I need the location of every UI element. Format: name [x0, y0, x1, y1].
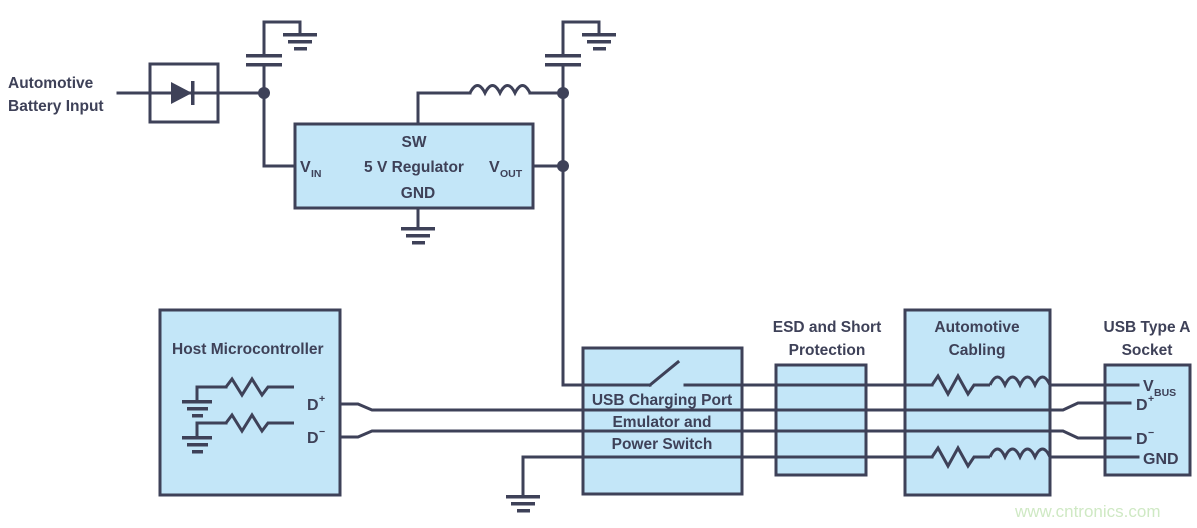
socket-vbus-label: V: [1143, 378, 1154, 395]
junction-dot-vout: [557, 160, 569, 172]
mcu-dplus-label: D: [307, 397, 319, 414]
mcu-dplus-pullup: [182, 376, 294, 418]
regulator-vin-sub: IN: [311, 168, 322, 180]
mcu-dminus-sup: −: [319, 426, 325, 438]
mcu-dplus-sup: +: [319, 393, 325, 405]
socket-gnd-label: GND: [1143, 451, 1179, 468]
ground-top-left: [262, 20, 317, 51]
mcu-pin-dminus: D −: [307, 426, 325, 447]
regulator-vout-label: V: [489, 159, 500, 176]
usb-block-line2: Emulator and: [612, 414, 711, 431]
mcu-to-usb-dplus-wire: [338, 402, 585, 412]
regulator-sw-label: SW: [402, 134, 427, 151]
mcu-dminus-label: D: [307, 430, 319, 447]
regulator-vout-sub: OUT: [500, 168, 523, 180]
usb-type-a-socket-block: [1103, 363, 1192, 477]
mcu-to-usb-dminus-wire: [338, 429, 585, 439]
cable-vbus-rl: [903, 372, 1107, 398]
socket-pin-dminus: D −: [1136, 427, 1154, 448]
diode-icon: [171, 81, 195, 105]
power-switch-icon: [581, 359, 744, 388]
mcu-pin-dplus: D +: [307, 393, 325, 414]
sw-wire: [416, 91, 472, 126]
cable-dminus-line: [903, 429, 1107, 440]
watermark-text: www.cntronics.com: [1014, 502, 1160, 521]
socket-dminus-sup: −: [1148, 427, 1154, 439]
usb-block-line3: Power Switch: [612, 436, 713, 453]
regulator-gnd-label: GND: [401, 185, 435, 202]
regulator-block: [293, 122, 535, 210]
mcu-dminus-pulldown: [182, 412, 294, 454]
cable-gnd-rl: [903, 444, 1107, 470]
socket-label-line2: Socket: [1122, 342, 1173, 359]
socket-vbus-sub: BUS: [1154, 387, 1176, 399]
vin-wire: [262, 91, 297, 168]
host-mcu-title: Host Microcontroller: [172, 341, 324, 358]
usb-block-gnd-line: [506, 455, 744, 513]
usb-charging-port-block: [581, 346, 744, 496]
cabling-label-line2: Cabling: [949, 342, 1006, 359]
regulator-vin-label: V: [300, 159, 311, 176]
socket-dplus-sup: +: [1148, 393, 1154, 405]
socket-dminus-label: D: [1136, 431, 1148, 448]
usb-block-line1: USB Charging Port: [592, 392, 732, 409]
socket-pin-vbus: V BUS: [1143, 378, 1176, 399]
cabling-label-line1: Automotive: [934, 319, 1020, 336]
automotive-cabling-block: [903, 308, 1052, 497]
socket-pin-dplus: D +: [1136, 393, 1154, 414]
ground-regulator: [401, 206, 435, 245]
input-label-line2: Battery Input: [8, 98, 104, 115]
input-label-line1: Automotive: [8, 75, 94, 92]
socket-dplus-label: D: [1136, 397, 1148, 414]
regulator-pin-vout: V OUT: [489, 159, 523, 180]
esd-label-line2: Protection: [789, 342, 866, 359]
regulator-pin-vin: V IN: [300, 159, 322, 180]
esd-protection-block: [740, 363, 907, 477]
cable-dplus-line: [903, 401, 1107, 412]
regulator-title: 5 V Regulator: [364, 159, 464, 176]
ground-top-right: [561, 20, 616, 51]
socket-label-line1: USB Type A: [1104, 319, 1191, 336]
esd-label-line1: ESD and Short: [773, 319, 882, 336]
